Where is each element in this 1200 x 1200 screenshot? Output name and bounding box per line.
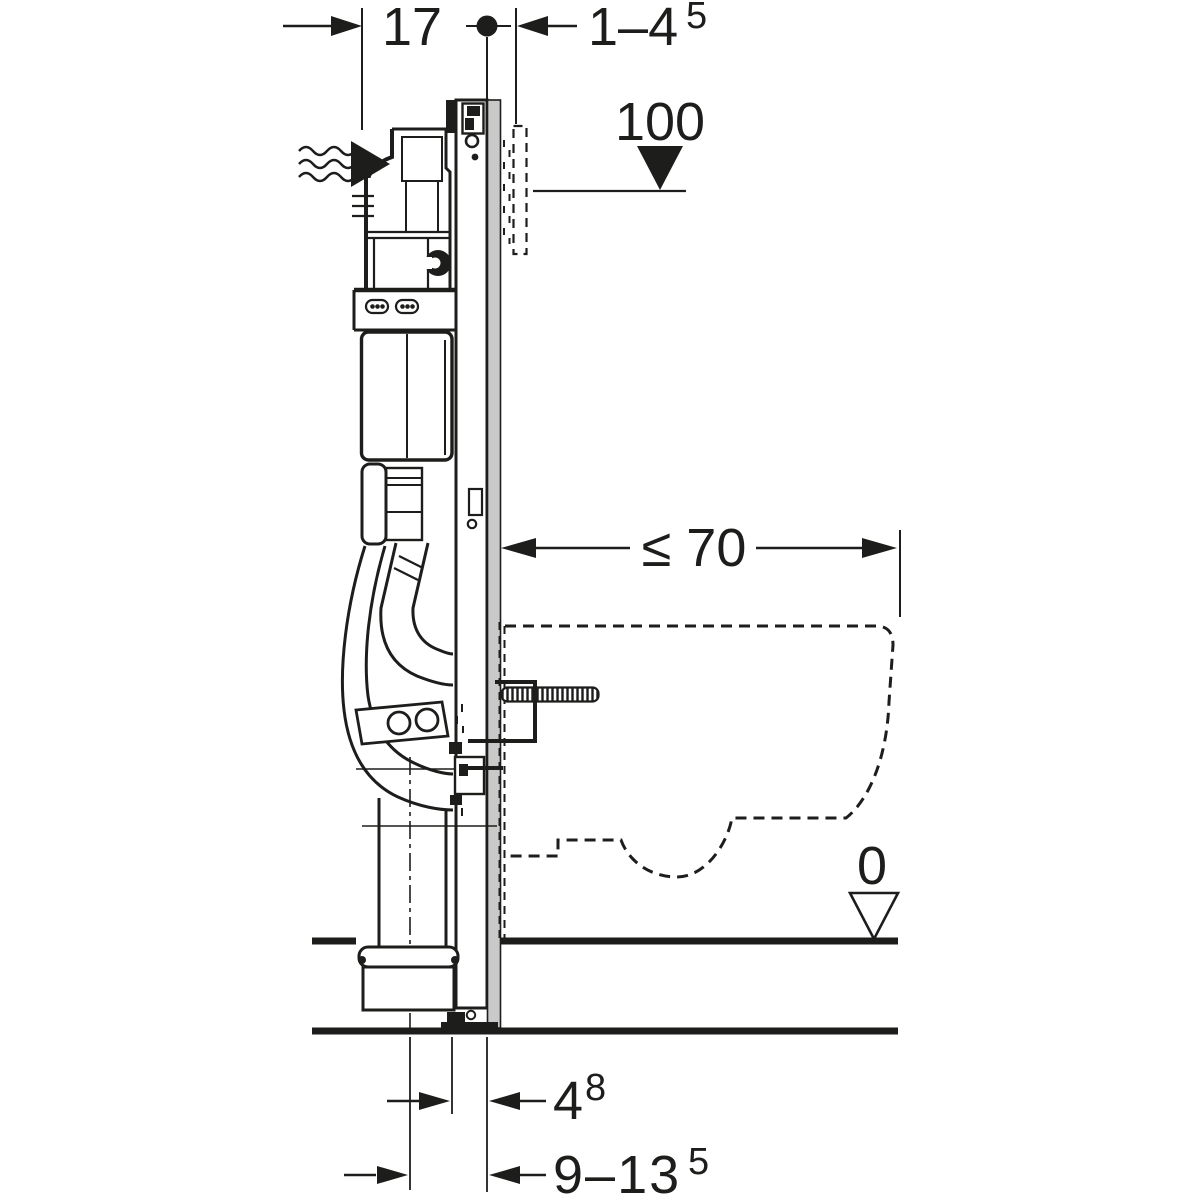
water-wave-icon [298,158,356,170]
arrowhead-right-icon [862,538,897,558]
socket-collar [357,945,460,969]
rail-mid-detail-box [467,487,484,517]
rail-mid-hole-icon [466,518,478,530]
reference-point-marker [466,15,511,100]
level-marker-100: 100 [533,92,705,193]
pipe-coupling-tick [393,567,419,581]
cistern-top-right-outline [392,127,452,288]
rail-top-detail-box [461,102,485,135]
water-wave-icon [298,171,356,183]
fitting-speckles [455,700,464,816]
dimension-wall-finish: 1–4 5 [515,0,707,124]
rail-foot [441,1009,498,1030]
water-wave-icon [298,145,356,157]
foot-screw-icon [465,1009,477,1021]
dim-label-913-base: 9–13 [553,1145,681,1200]
dimension-top-offset: 17 [283,0,442,130]
arrowhead-left-icon [501,538,536,558]
dimension-front-edge: 4 8 [387,1067,606,1131]
arrowhead-right-icon [331,16,362,36]
wc-pan-outline [505,624,895,879]
drain-socket [357,945,460,1012]
cistern-tank [359,330,454,462]
bottom-extension-lines [409,1037,488,1192]
arrowhead-left-icon [517,16,548,36]
dim-label-wall-sup: 5 [686,0,707,37]
fitting-pill [394,298,420,315]
flush-plate-dashed-box [512,124,528,256]
wc-connection-fitting [449,700,486,816]
overflow-housing [360,462,388,546]
dim-label-913-sup: 5 [688,1141,709,1183]
dim-label-depth: ≤ 70 [642,518,747,578]
dimension-pan-depth: ≤ 70 [501,518,901,617]
arrowhead-right-icon [419,1092,450,1110]
frame-rail [446,98,502,1029]
pipe-coupling-tick [398,555,424,569]
level-triangle-filled-icon [637,146,683,190]
rail-top-clamp [446,100,455,133]
threaded-rod [500,686,600,703]
rail-column [454,98,489,1010]
dim-label-48-base: 4 [553,1071,583,1131]
dim-label-17: 17 [382,0,442,57]
supply-arrow-icon [351,141,390,187]
dimension-floor-buildup: 9–13 5 [344,1141,709,1200]
bracket-hole [414,707,440,733]
arrowhead-right-icon [377,1166,408,1184]
dim-label-48-sup: 8 [585,1067,606,1109]
cistern-inlet-box [401,136,443,182]
arrowhead-left-icon [489,1166,520,1184]
bracket-hole [386,710,412,736]
drain-bend-outer [340,545,454,812]
flush-valve-housing [384,466,424,542]
water-supply-arrow [298,141,390,187]
rail-screw-hole-icon [464,133,480,149]
dim-label-wall-base: 1–4 [588,0,678,57]
wc-fixation [460,680,600,770]
dim-label-0: 0 [857,836,887,896]
flush-pipe-outer [379,542,454,687]
flush-pipe-inner [411,542,454,656]
mortar-speckles [503,140,511,244]
level-marker-0: 0 [847,836,901,942]
fitting-pill [364,298,390,315]
socket-body [361,965,456,1012]
arrowhead-left-icon [489,1092,520,1110]
concealed-cistern [352,127,456,546]
level-triangle-open-icon [847,891,901,942]
dim-label-100: 100 [615,92,705,152]
fixation-bracket [468,680,537,743]
flush-plate-recess [503,124,528,256]
flush-bend-pipes [340,542,497,1034]
wall-finish-lines [498,622,506,940]
